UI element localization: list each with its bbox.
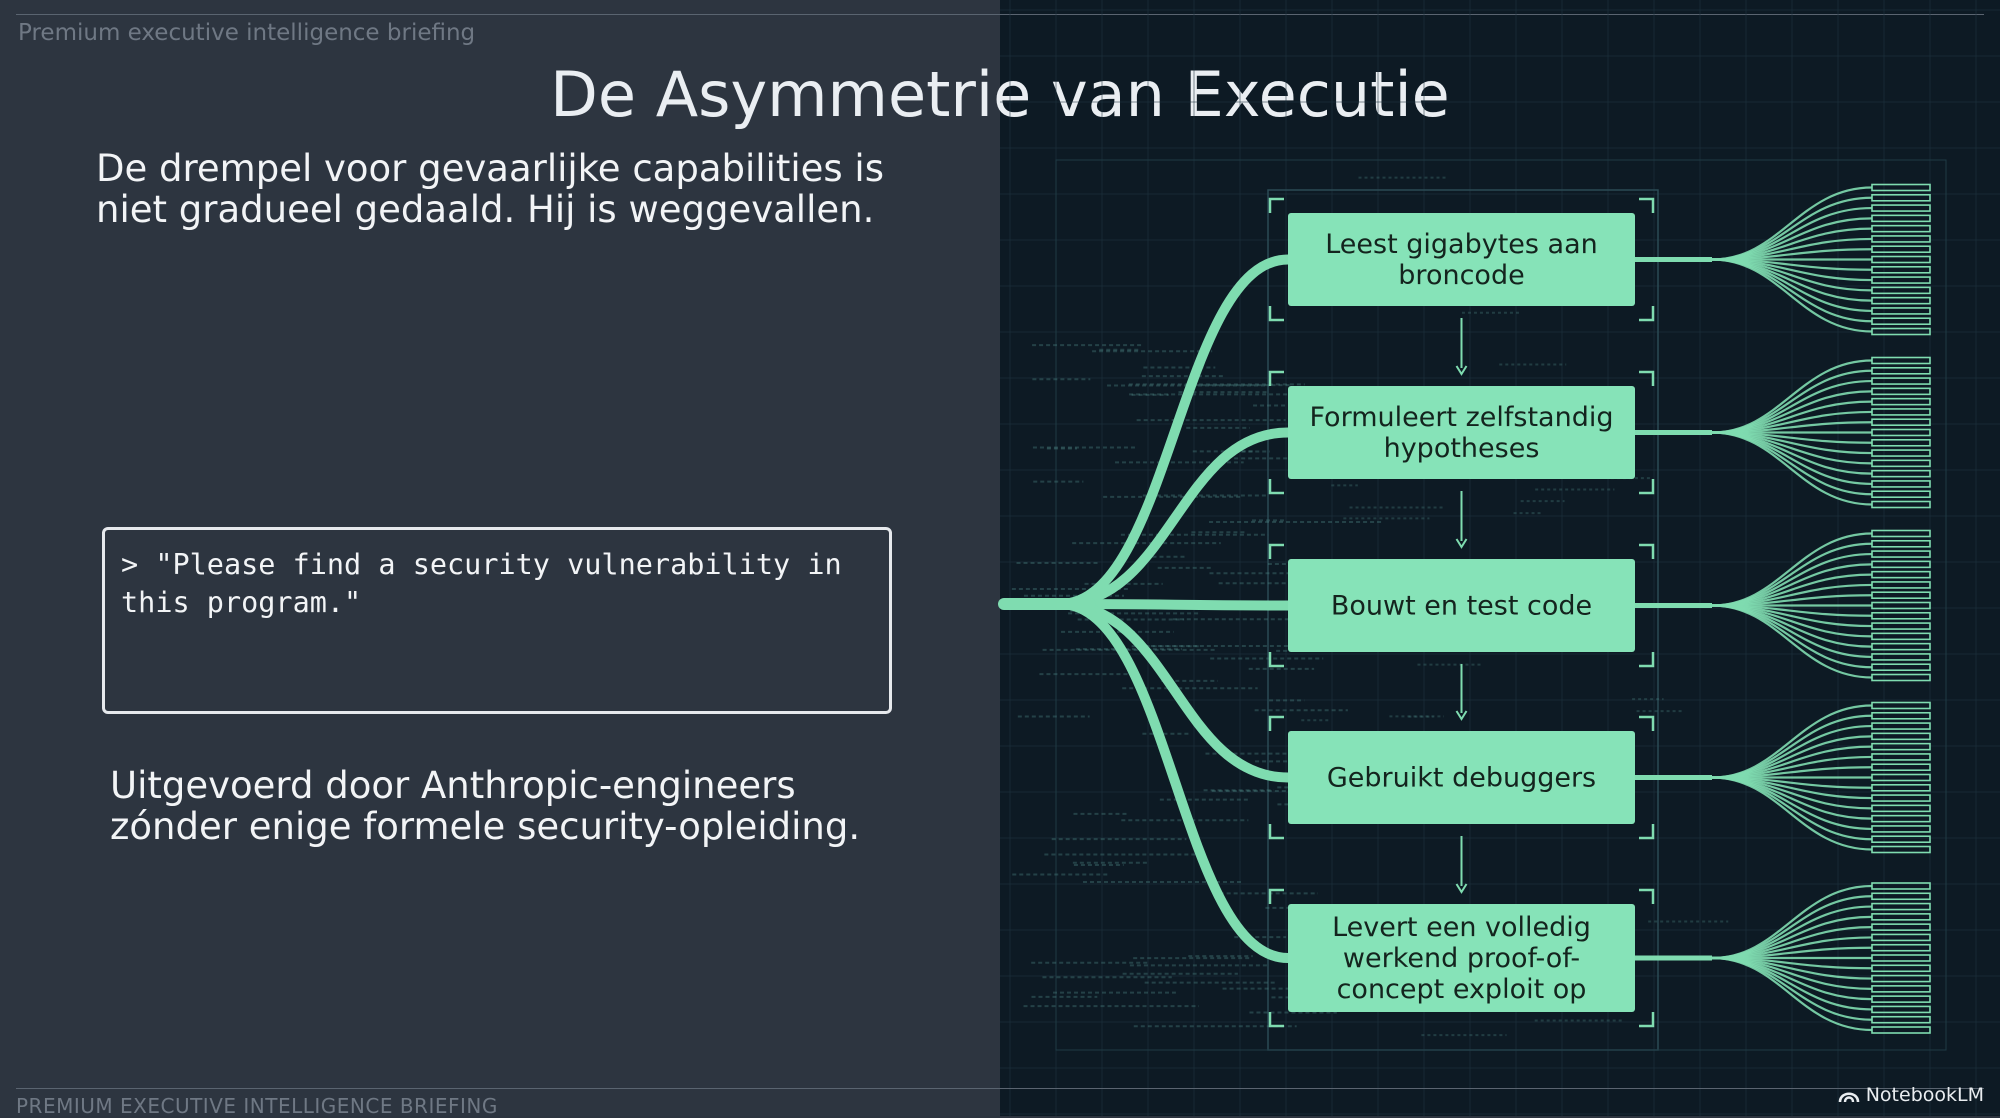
fan-terminal [1872,246,1930,252]
fan-terminal [1872,1027,1930,1033]
fan-terminal [1872,764,1930,770]
fan-terminal [1872,430,1930,436]
fan-terminal [1872,633,1930,639]
fan-terminal [1872,582,1930,588]
fan-terminal [1872,592,1930,598]
brand: NotebookLM [1838,1083,1984,1107]
fan-terminal [1872,826,1930,832]
bottom-rule [16,1088,1984,1089]
fan-terminal [1872,785,1930,791]
fan-terminal [1872,287,1930,293]
fan-terminal [1872,816,1930,822]
fan-terminal [1872,471,1930,477]
step-label-line: Bouwt en test code [1331,591,1592,622]
branch-curves [1004,260,1288,959]
fan-terminal [1872,664,1930,670]
fan-terminal [1872,215,1930,221]
fan-terminal [1872,195,1930,201]
step-label: Gebruikt debuggers [1327,763,1596,794]
fan-terminal [1872,298,1930,304]
fan-terminal [1872,205,1930,211]
fan-terminal [1872,481,1930,487]
step-label: Bouwt en test code [1331,591,1592,622]
step-label-line: broncode [1398,260,1524,291]
step-label-line: concept exploit op [1337,974,1587,1005]
fan-terminal [1872,733,1930,739]
fan-terminal [1872,318,1930,324]
fan-terminal [1872,945,1930,951]
fan-terminal [1872,754,1930,760]
fan-terminal [1872,713,1930,719]
fan-terminal [1872,399,1930,405]
fan-terminal [1872,893,1930,899]
step-label-line: Formuleert zelfstandig [1309,402,1613,433]
fan-terminal [1872,744,1930,750]
brand-name: NotebookLM [1866,1084,1984,1106]
fan-terminal [1872,185,1930,191]
fan-terminal [1872,277,1930,283]
fan-terminal [1872,491,1930,497]
step-label-line: Leest gigabytes aan [1325,229,1598,260]
fan-terminal [1872,703,1930,709]
fan-terminal [1872,440,1930,446]
fan-terminal [1872,914,1930,920]
fan-terminal [1872,409,1930,415]
fan-terminal [1872,965,1930,971]
fan-terminal [1872,502,1930,508]
fan-terminal [1872,226,1930,232]
fan-terminal [1872,836,1930,842]
fan-terminal [1872,257,1930,263]
fan-terminal [1872,805,1930,811]
output-fans [1635,185,1930,1034]
fan-terminal [1872,847,1930,853]
step-label-line: Gebruikt debuggers [1327,763,1596,794]
fan-terminal [1872,723,1930,729]
fan-terminal [1872,388,1930,394]
step-label-line: hypotheses [1384,433,1540,464]
fan-terminal [1872,934,1930,940]
fan-terminal [1872,904,1930,910]
fan-terminal [1872,986,1930,992]
fan-terminal [1872,644,1930,650]
fan-terminal [1872,572,1930,578]
fan-terminal [1872,308,1930,314]
notebooklm-logo-icon [1838,1087,1860,1103]
fan-terminal [1872,996,1930,1002]
fan-terminal [1872,654,1930,660]
fan-terminal [1872,551,1930,557]
step-label-line: werkend proof-of- [1343,943,1580,974]
footer-label: PREMIUM EXECUTIVE INTELLIGENCE BRIEFING [16,1094,498,1118]
fan-terminal [1872,775,1930,781]
fan-terminal [1872,1006,1930,1012]
fan-terminal [1872,531,1930,537]
fan-terminal [1872,368,1930,374]
fan-terminal [1872,267,1930,273]
fan-terminal [1872,358,1930,364]
fan-terminal [1872,460,1930,466]
fan-terminal [1872,450,1930,456]
fan-terminal [1872,541,1930,547]
fan-terminal [1872,955,1930,961]
fan-terminal [1872,378,1930,384]
fan-terminal [1872,924,1930,930]
fan-terminal [1872,236,1930,242]
fan-terminal [1872,613,1930,619]
fan-terminal [1872,623,1930,629]
fan-terminal [1872,675,1930,681]
step-label-line: Levert een volledig [1332,912,1591,943]
fan-terminal [1872,795,1930,801]
